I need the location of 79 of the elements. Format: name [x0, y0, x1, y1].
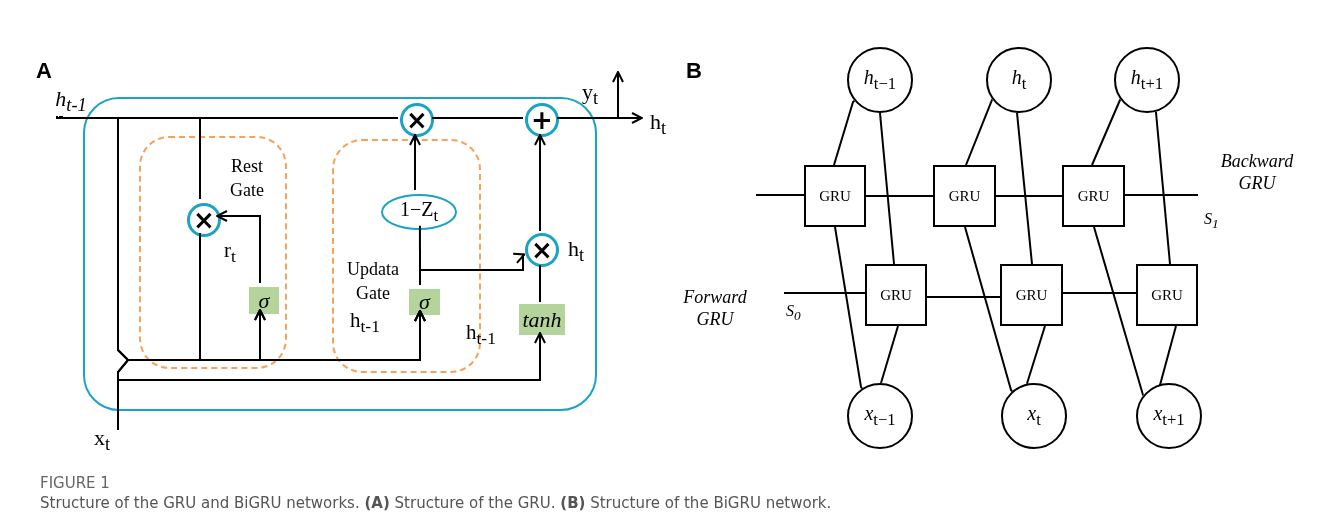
operator-symbol: ×	[193, 205, 215, 235]
signal-label: h$_{t-1}$	[466, 320, 496, 350]
state-label: S$_{0}$	[786, 302, 801, 325]
activation-box	[409, 289, 440, 315]
connector-line	[755, 194, 805, 196]
figure-caption: Structure of the GRU and BiGRU networks. (A) Structure of the GRU. (B) Structure of the BiGRU network.	[40, 494, 832, 512]
operator-symbol: ×	[406, 105, 428, 135]
connector-line	[926, 296, 1001, 298]
gru-box	[804, 165, 866, 227]
node-text: y$_{t}$	[582, 78, 599, 110]
arrow	[117, 332, 546, 431]
panel-letter: B	[686, 58, 702, 84]
operator-symbol: ×	[531, 235, 553, 265]
signal-label: r$_{t}$	[224, 238, 236, 268]
node-text: x$_{t}$	[1027, 402, 1041, 430]
connector-line	[1062, 292, 1137, 294]
operator-circle	[525, 233, 559, 267]
connector-line	[783, 292, 866, 294]
layer-label: Backward GRU	[1219, 150, 1295, 194]
connector-line	[965, 98, 994, 166]
arrow	[199, 232, 426, 361]
signal-label: h$_{t-1}$	[350, 308, 380, 338]
layer-label: Forward GRU	[682, 286, 748, 330]
node-text: GRU	[1151, 286, 1183, 304]
function-symbol: σ	[258, 287, 270, 314]
node-text: x$_{t}$	[93, 424, 111, 456]
function-symbol: tanh	[522, 306, 562, 333]
arrow	[409, 134, 421, 191]
connector-line	[59, 115, 201, 200]
node-text: h$_{t+1}$	[1130, 66, 1164, 94]
connector-line	[879, 112, 895, 265]
arrow	[419, 252, 526, 286]
operator-circle	[525, 103, 559, 137]
node-text: h$_{t}$	[1011, 66, 1027, 94]
connector-line	[539, 264, 541, 303]
node-text: x$_{t−1}$	[864, 402, 896, 430]
connector-line	[995, 195, 1063, 197]
function-symbol: σ	[419, 289, 430, 315]
connector-line	[1091, 98, 1122, 166]
connector-line	[431, 117, 524, 119]
connector-line	[1124, 194, 1199, 196]
connector-line	[1093, 226, 1145, 397]
node-text: x$_{t+1}$	[1153, 402, 1185, 430]
operator-circle	[400, 103, 434, 137]
gru-box	[1062, 165, 1125, 227]
gru-box	[1136, 264, 1198, 326]
connector-line	[1154, 110, 1171, 265]
state-label: S$_{1}$	[1204, 210, 1219, 233]
figure-number: FIGURE 1	[40, 474, 110, 492]
arrow	[534, 134, 546, 232]
gru-box	[865, 264, 927, 326]
gate-title: Rest Gate	[229, 155, 265, 202]
node-text: h$_{t}$	[649, 108, 667, 140]
node-text: GRU	[948, 187, 981, 205]
operator-circle	[187, 203, 221, 237]
node-text: GRU	[880, 286, 912, 304]
node-text: GRU	[819, 187, 851, 205]
operator-symbol: 1−Z$_{t}$	[399, 198, 439, 226]
operator-symbol: +	[531, 105, 553, 135]
node-text: GRU	[1015, 286, 1048, 304]
connector-line	[880, 325, 899, 384]
signal-label: h$_{t}$	[568, 236, 585, 267]
connector-line	[964, 226, 1014, 393]
activation-box	[249, 287, 279, 314]
connector-line	[833, 99, 856, 166]
arrow	[216, 210, 261, 284]
node-text: h$_{t-1}$	[55, 85, 87, 117]
gru-box	[933, 165, 996, 227]
connector-line	[56, 115, 399, 119]
connector-line	[1016, 111, 1033, 265]
node-text: h$_{t−1}$	[863, 66, 897, 94]
gate-region	[139, 136, 287, 369]
gru-box	[1000, 264, 1063, 326]
connector-line	[865, 195, 934, 197]
gate-title: Updata Gate	[346, 258, 400, 305]
connector-line	[834, 226, 863, 390]
node-text: GRU	[1077, 187, 1110, 205]
panel-letter: A	[36, 58, 52, 84]
connector-line	[1025, 325, 1046, 385]
